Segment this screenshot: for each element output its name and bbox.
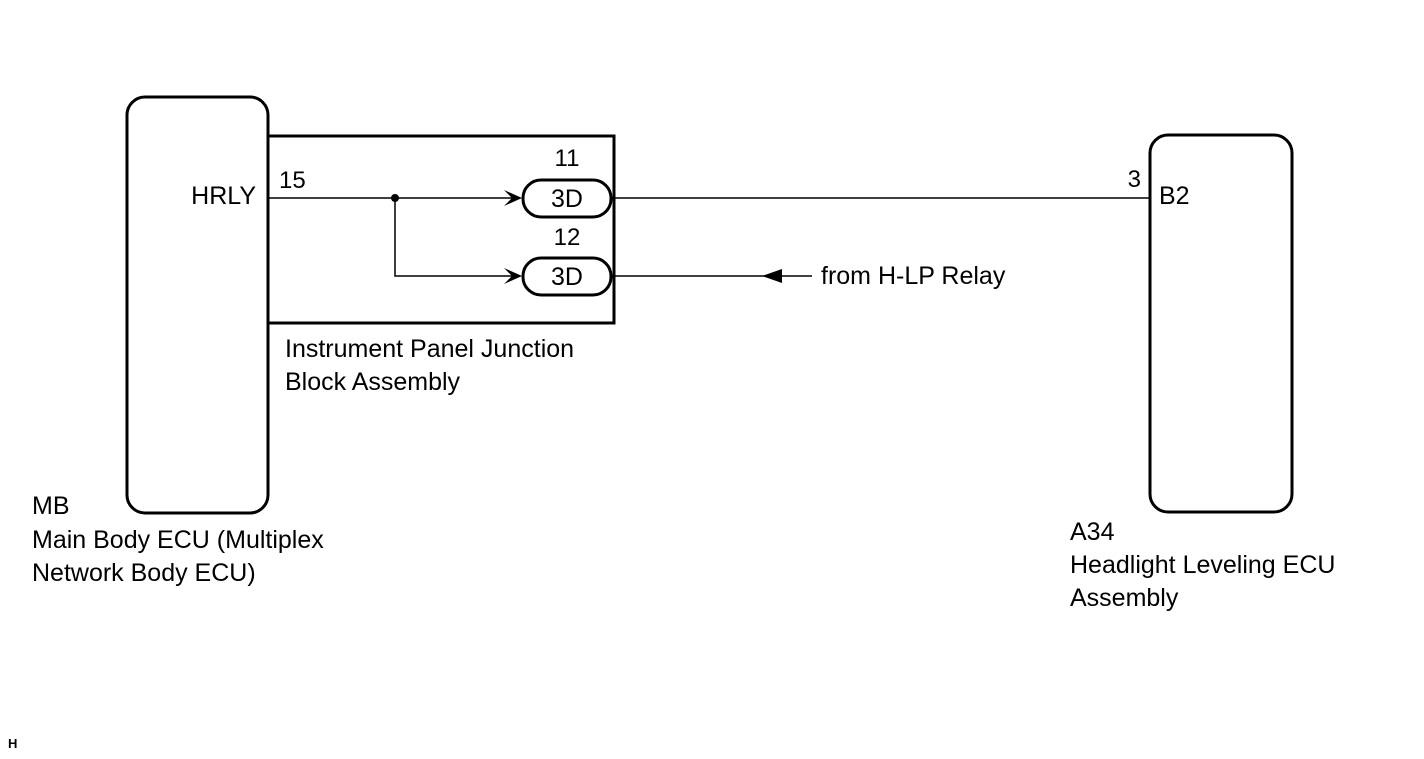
pin-3-label: 3 [1128, 166, 1141, 193]
junction-block-name-line1: Instrument Panel Junction [285, 335, 574, 363]
relay-direction-arrow-icon [762, 269, 782, 283]
relay-source-label: from H-LP Relay [821, 262, 1006, 290]
pin-15-label: 15 [279, 167, 306, 194]
hrly-terminal-label: HRLY [191, 182, 256, 210]
connector-arrow-icon [504, 190, 522, 206]
pin-11-label: 11 [555, 145, 580, 172]
junction-block-name-line2: Block Assembly [285, 368, 461, 396]
b2-terminal-label: B2 [1159, 182, 1190, 210]
connector-12-capsule [521, 256, 613, 297]
connector-11-capsule [521, 178, 613, 219]
main-body-ecu-box [125, 95, 270, 515]
connector-11-code: 3D [551, 185, 583, 213]
headlight-leveling-ecu-box [1148, 133, 1294, 514]
main-body-ecu-name-line1: Main Body ECU (Multiplex [32, 526, 324, 554]
headlight-leveling-ecu-name-line2: Assembly [1070, 584, 1179, 612]
main-body-ecu-code: MB [32, 492, 70, 520]
headlight-leveling-ecu-name-line1: Headlight Leveling ECU [1070, 551, 1335, 579]
connector-arrow-icon [504, 268, 522, 284]
main-body-ecu-name-line2: Network Body ECU) [32, 559, 256, 587]
pin-12-label: 12 [554, 224, 581, 251]
wire-splice-to-connector-12 [394, 198, 520, 277]
headlight-leveling-ecu-code: A34 [1070, 518, 1115, 546]
connector-12-code: 3D [551, 263, 583, 291]
figure-code: H [8, 736, 17, 751]
